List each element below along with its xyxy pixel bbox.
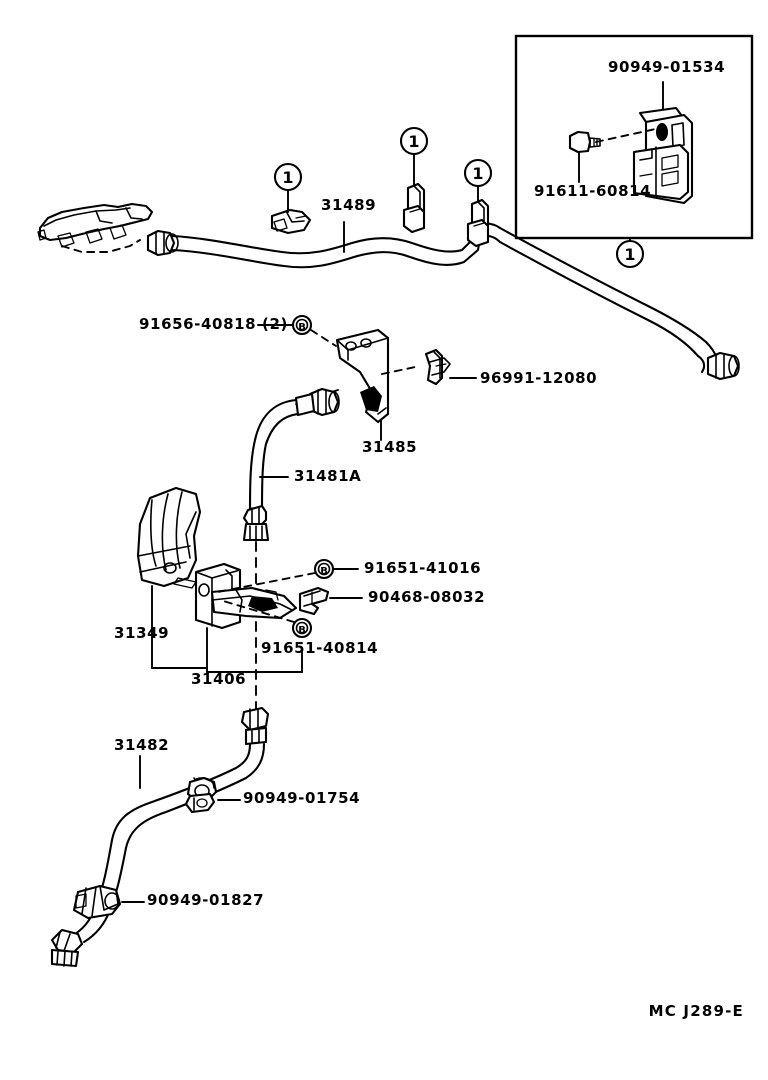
label-bolt-91651-40814: 91651-40814 xyxy=(261,639,379,657)
label-bracket-31485: 31485 xyxy=(362,438,418,456)
bolt-symbol-91651-40814: B xyxy=(291,617,313,639)
svg-text:B: B xyxy=(298,625,306,636)
bolt-symbol-91651-41016: B xyxy=(313,558,335,580)
inset-part-91611-60814 xyxy=(568,130,601,183)
callout-1-a: 1 xyxy=(273,162,303,192)
label-bolt-91651-41016: 91651-41016 xyxy=(364,559,482,577)
fitting-right-union xyxy=(696,340,740,381)
label-clamp-90949-01754: 90949-01754 xyxy=(243,789,361,807)
svg-text:B: B xyxy=(320,566,328,577)
svg-text:1: 1 xyxy=(624,245,635,264)
callout-1-b: 1 xyxy=(399,126,429,156)
svg-text:1: 1 xyxy=(282,168,293,187)
svg-text:1: 1 xyxy=(408,132,419,151)
svg-text:1: 1 xyxy=(472,164,483,183)
part-clip-90468-08032 xyxy=(298,586,330,616)
part-bracket-31485 xyxy=(335,328,390,424)
clamp-upper-left xyxy=(270,208,312,235)
svg-text:B: B xyxy=(298,322,306,333)
part-tube-31489 xyxy=(170,222,708,358)
clamp-upper-mid xyxy=(402,182,426,234)
inset-box-frame xyxy=(514,34,754,240)
part-cover-31349 xyxy=(136,486,202,589)
label-bolt-91656-40818: 91656-40818 (2) xyxy=(139,315,288,333)
footer-code: MC J289-E xyxy=(648,1002,744,1020)
inset-part-90949-01534 xyxy=(632,106,694,205)
part-clamp-90949-01827 xyxy=(72,884,122,920)
bolt-symbol-91656-40818: B xyxy=(291,314,313,336)
label-inset-top: 90949-01534 xyxy=(608,58,726,76)
label-clip-90468-08032: 90468-08032 xyxy=(368,588,486,606)
label-cylinder-31406: 31406 xyxy=(191,670,247,688)
fitting-left-union xyxy=(146,229,179,257)
callout-1-c: 1 xyxy=(463,158,493,188)
part-cylinder-31406 xyxy=(194,562,298,630)
inset-callout-1: 1 xyxy=(615,239,645,269)
part-clip-96991-12080 xyxy=(424,348,451,386)
part-clamp-90949-01754 xyxy=(184,776,218,814)
label-inset-bottom: 91611-60814 xyxy=(534,182,652,200)
label-hose-31481A: 31481A xyxy=(294,467,362,485)
part-hose-31481A xyxy=(242,387,340,542)
label-clip-96991-12080: 96991-12080 xyxy=(480,369,598,387)
part-delivery-pipe-left xyxy=(37,202,154,253)
label-tube-31489: 31489 xyxy=(321,196,377,214)
label-tube-31482: 31482 xyxy=(114,736,170,754)
label-clamp-90949-01827: 90949-01827 xyxy=(147,891,265,909)
clamp-upper-right xyxy=(466,198,490,248)
label-cover-31349: 31349 xyxy=(114,624,170,642)
